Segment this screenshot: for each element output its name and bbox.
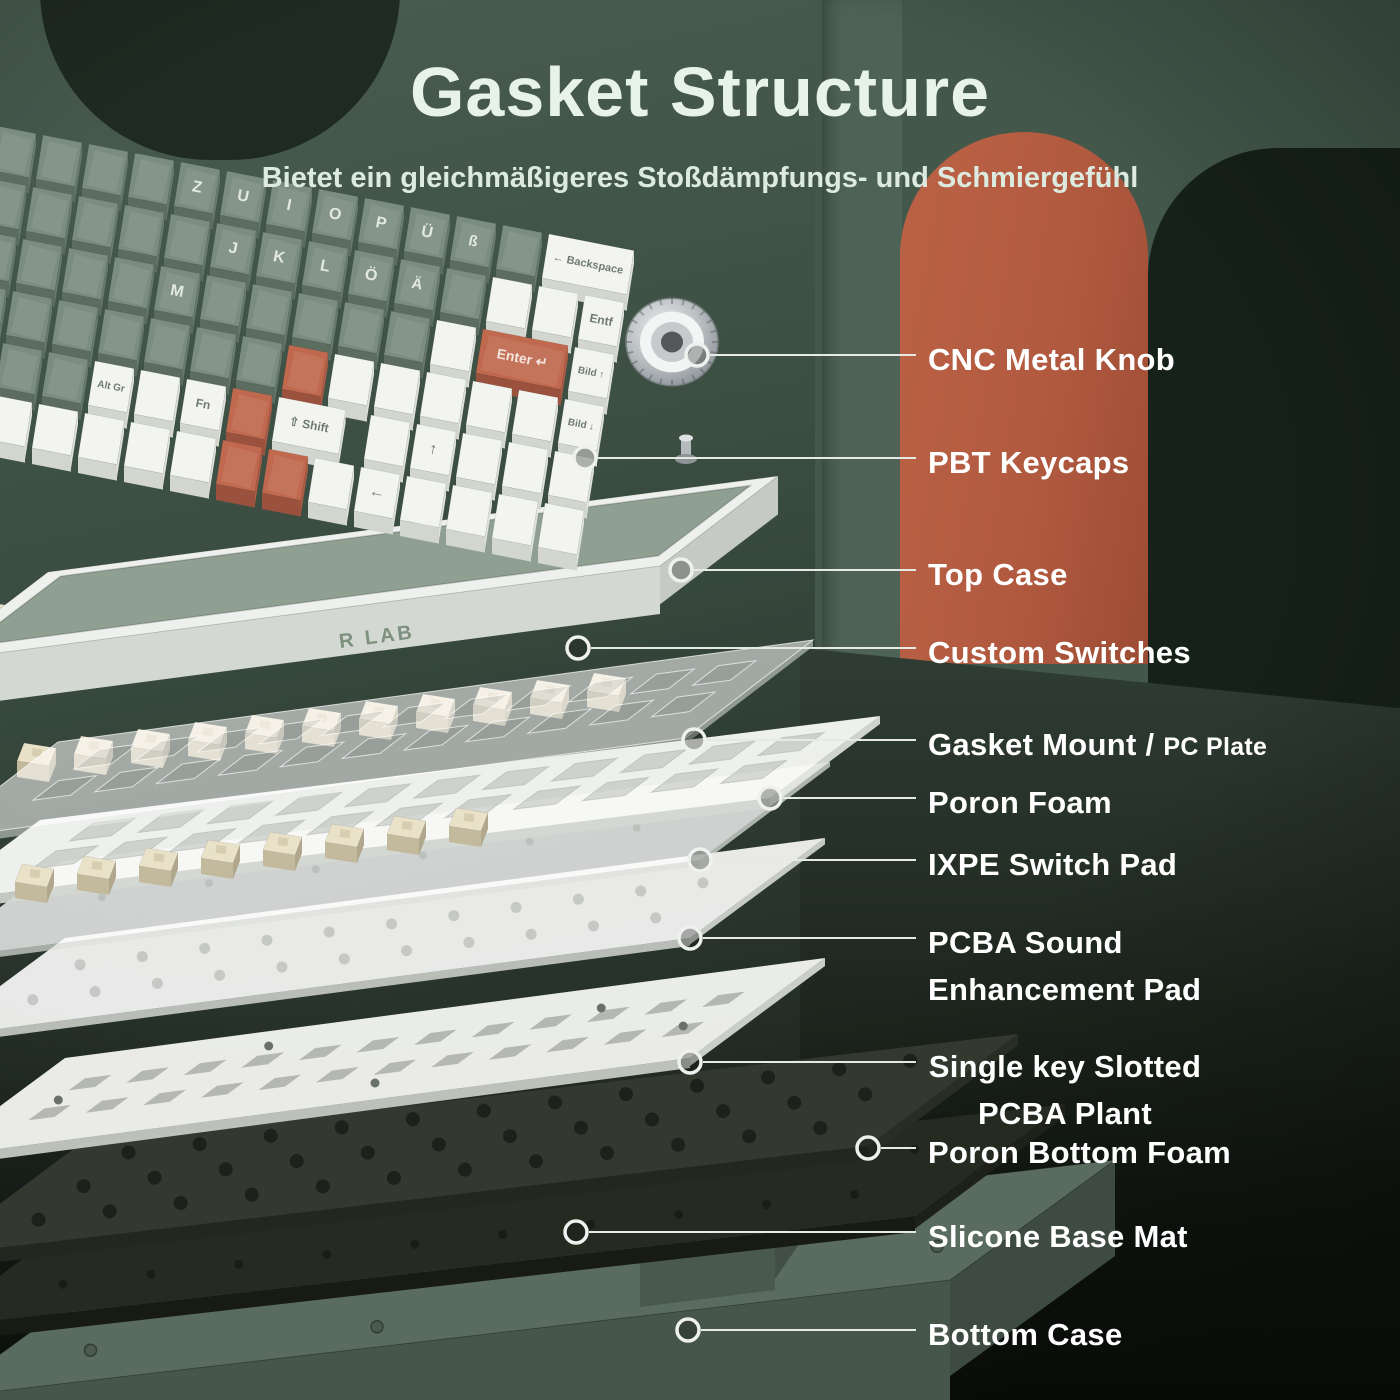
callout-ring-3 bbox=[565, 635, 591, 661]
keycap-legend: L bbox=[319, 257, 332, 276]
pcba-plant-layer bbox=[0, 958, 825, 1159]
callout-poron-bottom-foam: Poron Bottom Foam bbox=[928, 1130, 1231, 1177]
callout-text: PCBA Sound Enhancement Pad bbox=[928, 925, 1202, 1007]
callout-cnc-metal-knob: CNC Metal Knob bbox=[928, 337, 1175, 384]
keycap-legend: Ü bbox=[420, 221, 435, 242]
callout-ixpe-switch-pad: IXPE Switch Pad bbox=[928, 842, 1177, 889]
cnc-metal-knob bbox=[625, 297, 719, 387]
keycap-legend: Alt Gr bbox=[96, 379, 125, 395]
callout-ring-5 bbox=[757, 785, 783, 811]
callout-gasket-mount-pc-plate: Gasket Mount / PC Plate bbox=[928, 722, 1267, 769]
callout-ring-2 bbox=[668, 557, 694, 583]
keycap-legend: ß bbox=[467, 232, 479, 250]
pc-plate-layer bbox=[0, 639, 815, 839]
callout-single-key-slotted-pcba-plant: Single key Slotted PCBA Plant bbox=[880, 1044, 1250, 1137]
callout-ring-6 bbox=[687, 847, 713, 873]
callout-text: Slicone Base Mat bbox=[928, 1219, 1188, 1254]
callout-custom-switches: Custom Switches bbox=[928, 630, 1191, 677]
keycap-legend: Ö bbox=[363, 264, 379, 285]
keycap-legend: M bbox=[169, 282, 185, 301]
poron-bottom-foam-layer bbox=[0, 1034, 1018, 1262]
background-dark-arch bbox=[1148, 148, 1400, 708]
callout-ring-7 bbox=[677, 925, 703, 951]
pcba-sound-pad-layer bbox=[0, 838, 825, 1037]
keycap-legend: P bbox=[374, 214, 388, 233]
callout-ring-4 bbox=[681, 727, 707, 753]
callout-bottom-case: Bottom Case bbox=[928, 1312, 1123, 1359]
callout-text: Poron Bottom Foam bbox=[928, 1135, 1232, 1170]
callout-ring-10 bbox=[563, 1219, 589, 1245]
keycap-legend: O bbox=[327, 205, 342, 224]
callout-ring-8 bbox=[677, 1049, 703, 1075]
callout-ring-1 bbox=[572, 445, 598, 471]
background-terracotta-arch bbox=[900, 132, 1148, 664]
keycap-legend: Bild ↓ bbox=[567, 417, 595, 433]
keycap-legend: K bbox=[272, 248, 287, 267]
keycap-legend: Ä bbox=[410, 275, 424, 294]
keycap-legend: U bbox=[236, 187, 251, 206]
keycap-legend: Z bbox=[191, 178, 204, 197]
keycap-legend: Fn bbox=[195, 396, 212, 413]
page-title: Gasket Structure bbox=[409, 53, 991, 131]
callout-pbt-keycaps: PBT Keycaps bbox=[928, 440, 1129, 487]
keycap-legend: J bbox=[227, 239, 239, 257]
callout-slicone-base-mat: Slicone Base Mat bbox=[928, 1214, 1188, 1261]
page-subtitle: Bietet ein gleichmäßigeres Stoßdämpfungs… bbox=[261, 162, 1139, 194]
keycap-legend: Bild ↑ bbox=[577, 365, 605, 381]
callout-text: Custom Switches bbox=[928, 635, 1191, 670]
callout-text: Top Case bbox=[928, 557, 1068, 592]
callout-text: CNC Metal Knob bbox=[928, 342, 1176, 377]
leader-lines bbox=[563, 342, 916, 1343]
callout-text: Bottom Case bbox=[928, 1317, 1123, 1352]
keycap-legend: ← bbox=[368, 483, 387, 503]
callout-text: PBT Keycaps bbox=[928, 445, 1130, 480]
callout-ring-0 bbox=[684, 342, 710, 368]
callout-text: Gasket Mount / bbox=[928, 727, 1155, 762]
callout-ring-9 bbox=[855, 1135, 881, 1161]
callout-text: Single key Slotted PCBA Plant bbox=[928, 1049, 1202, 1131]
keycap-legend: I bbox=[285, 197, 293, 215]
callout-poron-foam: Poron Foam bbox=[928, 780, 1112, 827]
callout-text: IXPE Switch Pad bbox=[928, 847, 1178, 882]
background-column bbox=[822, 0, 902, 668]
callout-top-case: Top Case bbox=[928, 552, 1068, 599]
callout-ring-11 bbox=[675, 1317, 701, 1343]
callout-text: Poron Foam bbox=[928, 785, 1112, 820]
keycap-legend: Entf bbox=[588, 311, 615, 329]
callout-pcba-sound-enhancement-pad: PCBA Sound Enhancement Pad bbox=[928, 920, 1308, 1013]
keycap-legend: ↑ bbox=[428, 440, 439, 458]
callout-text-suffix: PC Plate bbox=[1163, 733, 1268, 761]
